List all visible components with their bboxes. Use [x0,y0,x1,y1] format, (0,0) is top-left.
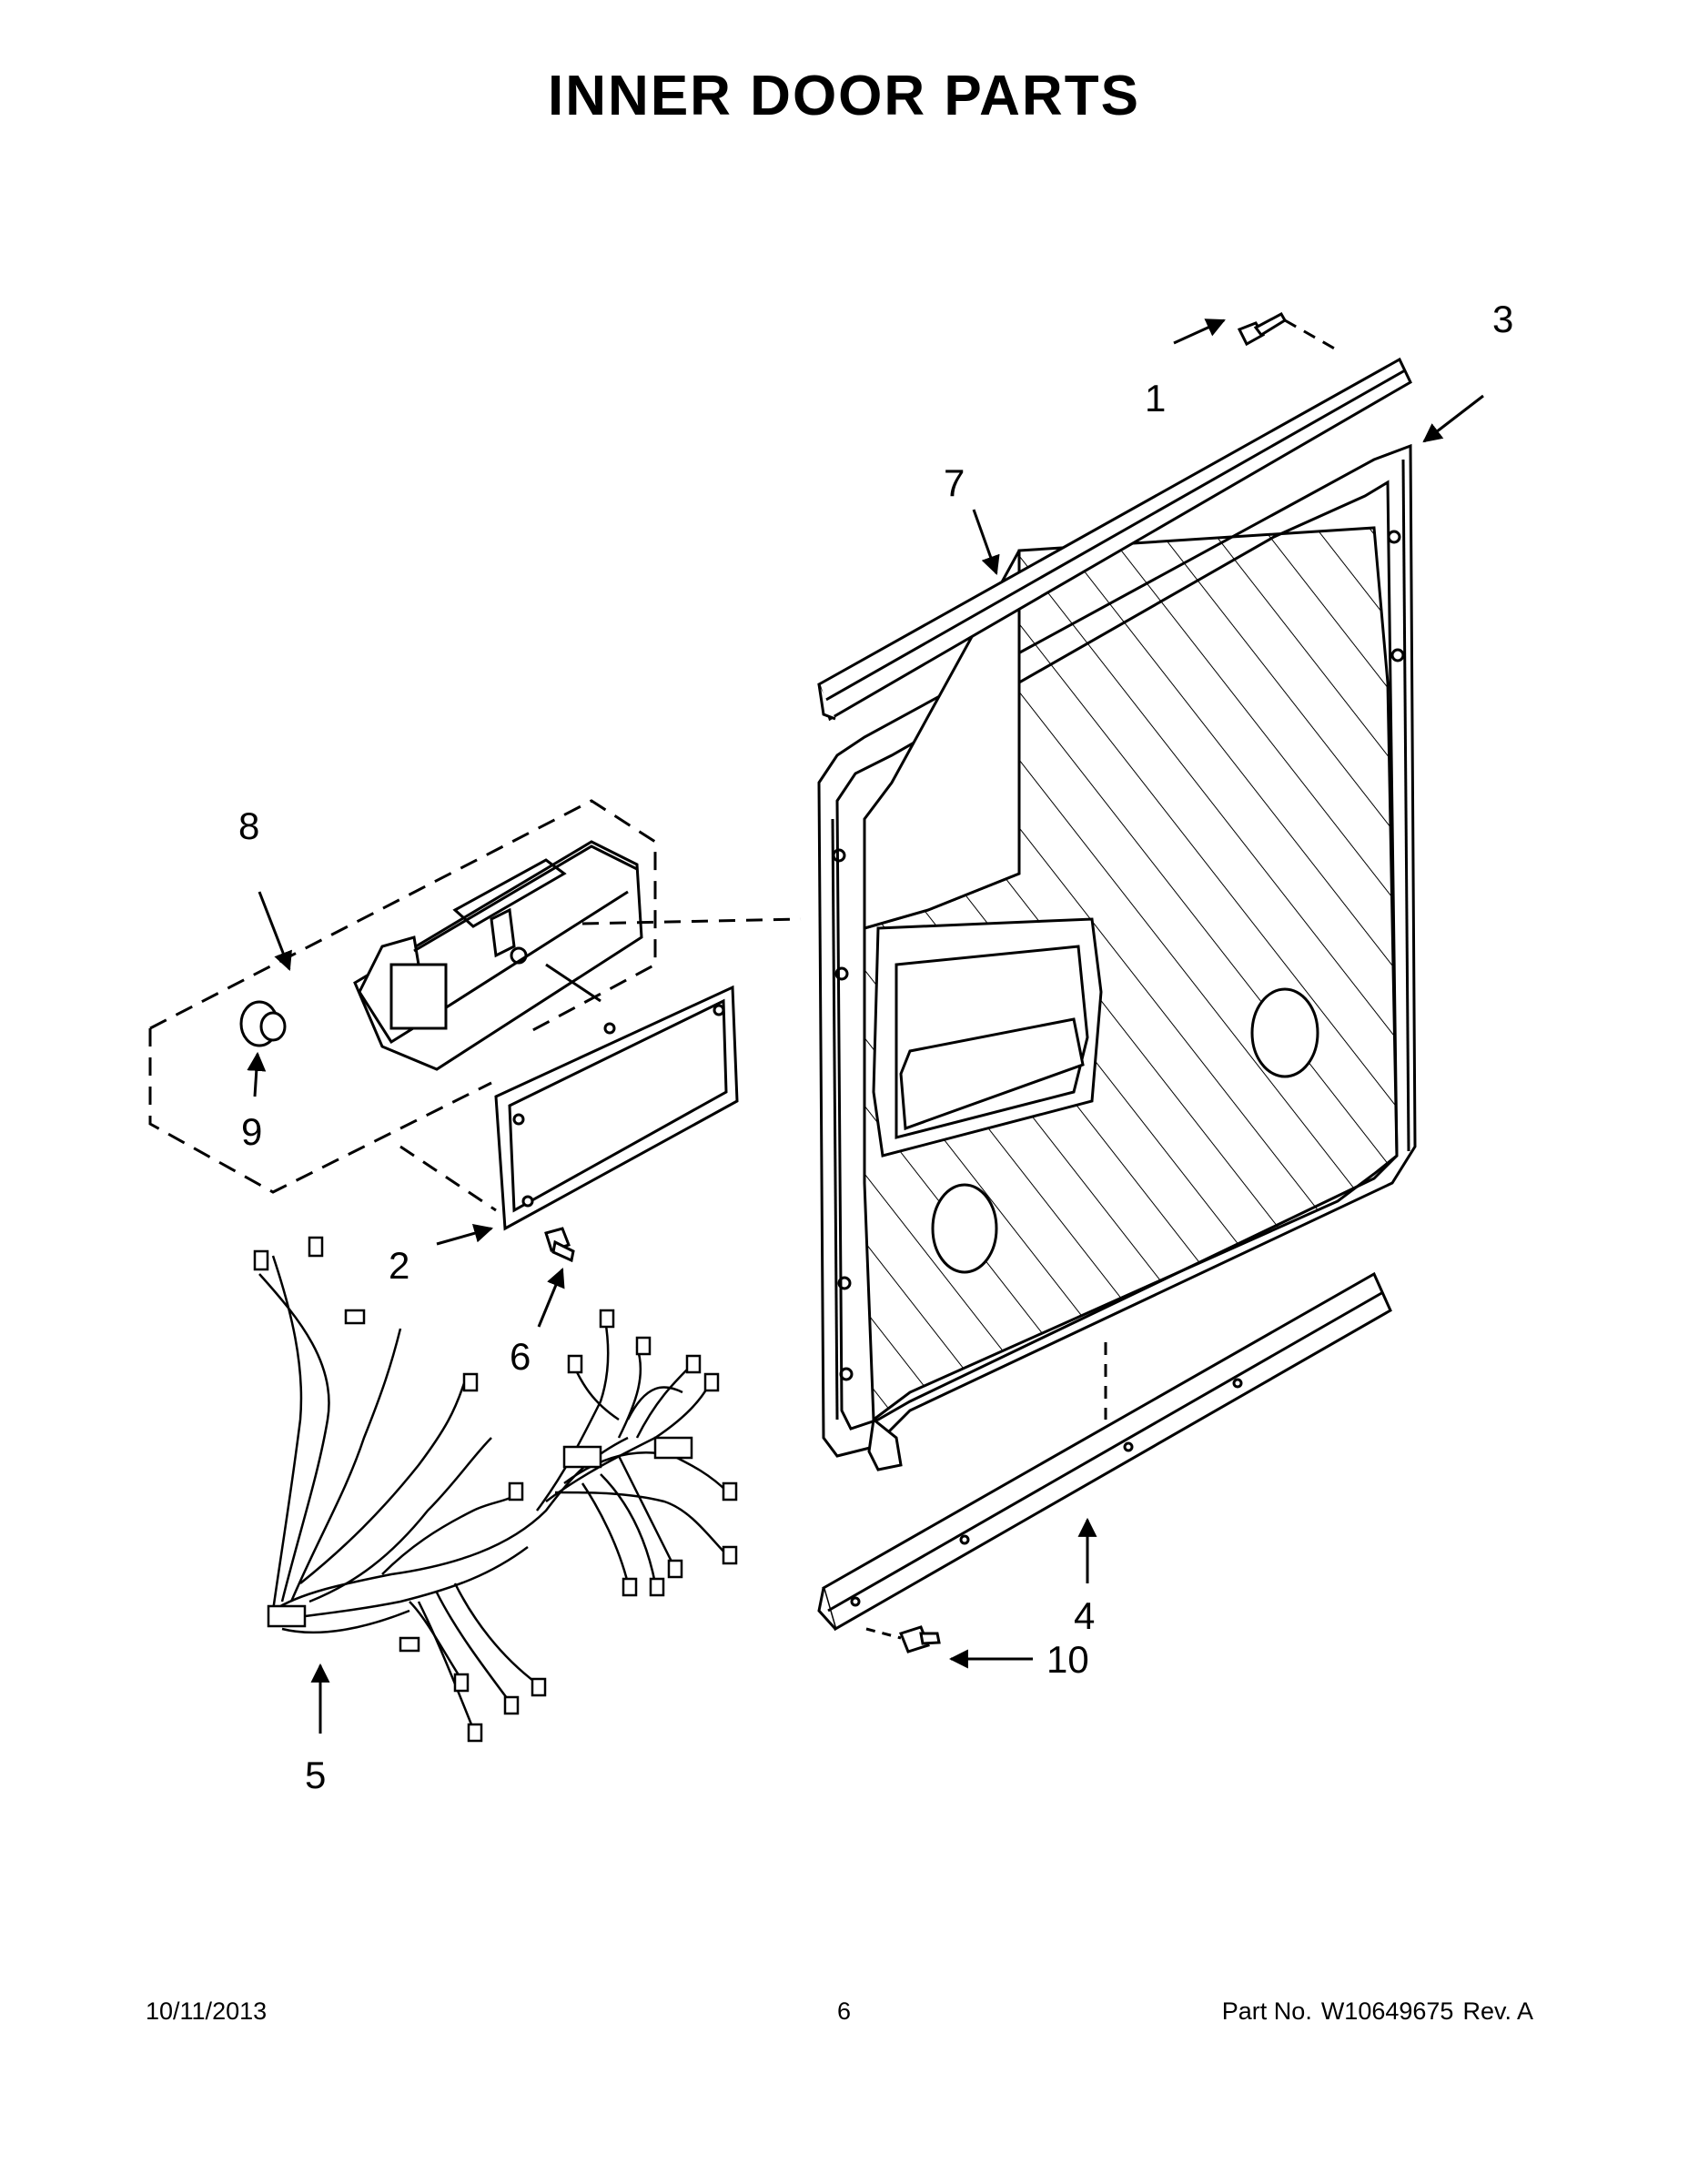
footer-part-info: Part No. W10649675 Rev. A [1213,1997,1533,2026]
callout-8: 8 [238,804,259,847]
screw-top [1237,311,1339,352]
callout-arrows [247,318,1484,1734]
gasket [399,917,802,1231]
footer-part-number: W10649675 [1320,1997,1454,2025]
callout-3: 3 [1492,298,1513,340]
footer-revision: Rev. A [1462,1997,1533,2025]
callout-4: 4 [1074,1594,1095,1637]
page-title: INNER DOOR PARTS [548,65,1140,127]
footer-page-number: 6 [836,1997,852,2025]
wire-harness [253,1236,738,1743]
callout-2: 2 [389,1244,409,1287]
callout-5: 5 [305,1754,326,1796]
top-trim-strip [817,357,1412,722]
callout-9: 9 [241,1110,262,1153]
callout-labels: 1 2 3 4 5 6 7 8 9 10 [238,298,1513,1796]
footer-date: 10/11/2013 [146,1997,268,2025]
callout-7: 7 [944,461,965,504]
bottom-trim-strip [817,1271,1392,1632]
knob [239,1000,287,1047]
footer-part-label: Part No. [1221,1997,1312,2025]
callout-1: 1 [1145,377,1166,420]
callout-6: 6 [510,1335,531,1378]
control-module-assembly [148,799,657,1194]
gasket-screw [544,1227,575,1263]
screw-bottom [865,1625,941,1653]
callout-10: 10 [1046,1638,1089,1681]
